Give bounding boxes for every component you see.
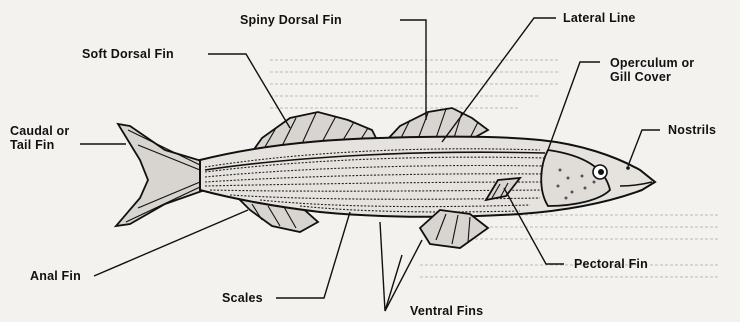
leader-ventral-c <box>380 222 385 311</box>
label-caudal-line2: Tail Fin <box>10 138 69 152</box>
label-caudal-fin: Caudal or Tail Fin <box>10 124 69 152</box>
leader-nostrils <box>628 130 660 166</box>
pupil <box>598 169 604 175</box>
label-caudal-line1: Caudal or <box>10 124 69 138</box>
label-lateral-line: Lateral Line <box>563 11 636 25</box>
nostril <box>626 166 630 170</box>
label-anal-fin: Anal Fin <box>30 269 81 283</box>
leader-ventral-b <box>385 240 422 311</box>
label-spiny-dorsal-fin: Spiny Dorsal Fin <box>240 13 342 27</box>
label-operculum-line1: Operculum or <box>610 56 694 70</box>
label-nostrils: Nostrils <box>668 123 716 137</box>
leader-soft-dorsal <box>208 54 290 128</box>
label-operculum: Operculum or Gill Cover <box>610 56 694 84</box>
label-ventral-fins: Ventral Fins <box>410 304 483 318</box>
leader-operculum <box>548 62 600 150</box>
label-operculum-line2: Gill Cover <box>610 70 694 84</box>
leader-anal <box>94 210 248 276</box>
label-scales: Scales <box>222 291 263 305</box>
label-pectoral-fin: Pectoral Fin <box>574 257 648 271</box>
leader-spiny-dorsal <box>400 20 426 120</box>
caudal-fin <box>116 124 205 226</box>
label-soft-dorsal-fin: Soft Dorsal Fin <box>82 47 174 61</box>
